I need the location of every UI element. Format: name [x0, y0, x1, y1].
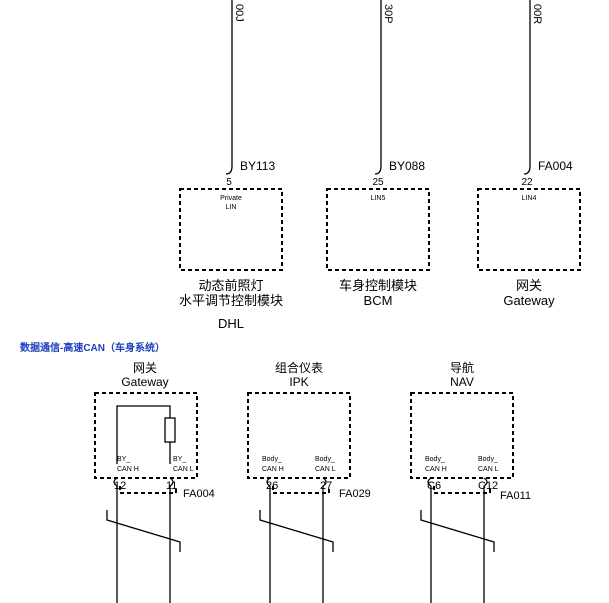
module-name-gateway: 网关 — [516, 278, 542, 293]
connector-shell-fa004 — [119, 486, 177, 494]
can-module-box-gateway — [94, 392, 198, 479]
module-box-bcm — [326, 188, 430, 271]
connector-label: FA004 — [183, 488, 215, 500]
connector-label: FA029 — [339, 488, 371, 500]
termination-wire — [116, 405, 171, 464]
pin-number: 12 — [114, 480, 126, 492]
can-module-title-cn: 网关 — [133, 361, 157, 375]
pin-hook-gateway — [523, 165, 531, 175]
pin-number: 22 — [521, 177, 533, 188]
can-module-title-en: NAV — [450, 375, 474, 389]
pin-hook-dhl — [225, 165, 233, 175]
pin-number: 11 — [166, 480, 177, 492]
module-box-dhl — [179, 188, 283, 271]
connector-label: BY113 — [240, 159, 275, 173]
pin-hook-bcm — [374, 165, 382, 175]
wire-label: 00R — [531, 4, 543, 24]
pin-hook — [266, 477, 271, 487]
port-label: Body_ — [262, 456, 282, 463]
pin-hook — [169, 477, 174, 487]
port-label: CAN H — [262, 466, 284, 473]
can-module-title-en: IPK — [289, 375, 308, 389]
port-label: CAN L — [173, 466, 194, 473]
pin-number: 25 — [372, 177, 384, 188]
can-module-box-nav — [410, 392, 514, 479]
module-name-dhl: 水平调节控制模块 — [179, 293, 283, 308]
twisted-pair-marker — [420, 510, 495, 552]
module-name-bcm: 车身控制模块 — [339, 278, 417, 293]
twisted-pair-marker — [106, 510, 181, 552]
connector-shell-fa029 — [272, 486, 330, 494]
can-module-title-en: Gateway — [121, 375, 168, 389]
can-module-title-cn: 组合仪表 — [275, 360, 323, 375]
module-abbr-dhl: DHL — [218, 316, 244, 331]
connector-label: BY088 — [389, 159, 425, 173]
module-abbr-bcm: BCM — [364, 293, 393, 308]
pin-hook — [483, 477, 488, 487]
port-label: Body_ — [478, 456, 498, 463]
wire-label: 00J — [233, 4, 245, 22]
port-label: BY_ — [173, 456, 186, 463]
section-title: 数据通信-高速CAN（车身系统） — [20, 341, 165, 354]
twisted-pair-marker — [259, 510, 334, 552]
port-label: Private — [220, 195, 242, 202]
port-label: Body_ — [315, 456, 335, 463]
can-module-title-cn: 导航 — [450, 360, 474, 375]
pin-number: 5 — [226, 177, 232, 188]
connector-label: FA004 — [538, 159, 573, 173]
port-label: CAN L — [478, 466, 499, 473]
pin-number: C12 — [478, 480, 498, 492]
can-module-box-ipk — [247, 392, 351, 479]
port-label: LIN5 — [371, 195, 386, 202]
connector-shell-fa011 — [433, 486, 491, 494]
port-label: LIN4 — [522, 195, 537, 202]
port-label: LIN — [226, 204, 237, 211]
module-name-dhl: 动态前照灯 — [198, 278, 263, 293]
pin-hook — [322, 477, 327, 487]
pin-hook — [113, 477, 118, 487]
pin-number: 26 — [266, 480, 278, 492]
port-label: CAN H — [117, 466, 139, 473]
module-abbr-gateway: Gateway — [503, 293, 555, 308]
port-label: BY_ — [117, 456, 130, 463]
pin-hook — [427, 477, 432, 487]
port-label: Body_ — [425, 456, 445, 463]
port-label: CAN H — [425, 466, 447, 473]
connector-label: FA011 — [500, 490, 531, 502]
pin-number: C6 — [427, 480, 441, 492]
module-box-gateway-lin — [477, 188, 581, 271]
wire-label: 30P — [382, 4, 394, 24]
port-label: CAN L — [315, 466, 336, 473]
termination-resistor-icon — [164, 417, 176, 443]
